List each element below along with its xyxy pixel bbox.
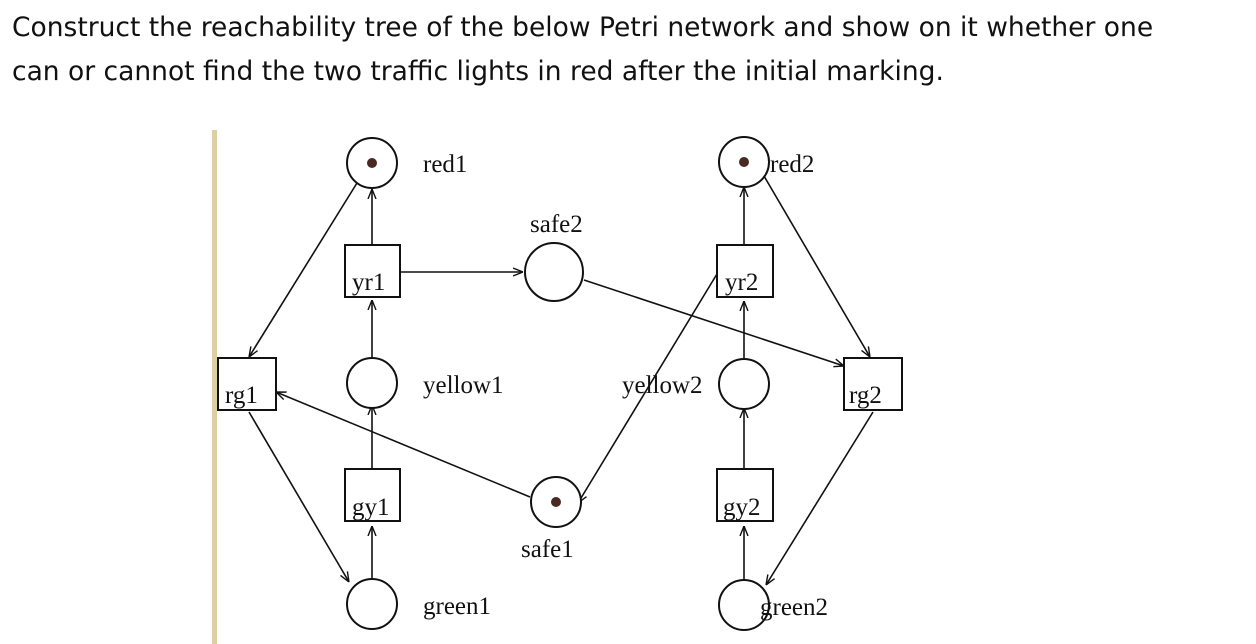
places (346, 136, 770, 631)
place-yellow2 (718, 358, 770, 410)
label-red1: red1 (423, 151, 467, 178)
label-yellow2: yellow2 (622, 372, 703, 399)
slide-side-bar (212, 130, 217, 644)
place-yellow1 (346, 357, 398, 409)
arc-rg2-green2 (766, 411, 874, 585)
label-yellow1: yellow1 (423, 372, 504, 399)
label-rg1: rg1 (225, 382, 258, 409)
question-line-1: Construct the reachability tree of the b… (12, 12, 1154, 43)
label-red2: red2 (770, 151, 814, 178)
arcs (248, 175, 874, 585)
place-green1 (346, 578, 398, 630)
arc-rg1-green1 (248, 411, 349, 582)
labels: red1 yellow1 green1 safe2 safe1 red2 yel… (225, 151, 882, 621)
transition-rg1 (217, 357, 277, 411)
transition-gy2 (716, 468, 774, 522)
transition-rg2 (843, 357, 903, 411)
token-red1 (367, 158, 377, 168)
arc-safe1-rg1 (276, 391, 531, 498)
place-safe1 (530, 476, 582, 528)
label-safe2: safe2 (530, 211, 583, 238)
arc-red1-rg1 (249, 182, 358, 357)
token-red2 (739, 157, 749, 167)
arc-safe2-rg2 (583, 279, 844, 366)
transition-yr1 (344, 244, 401, 298)
place-green2 (718, 579, 770, 631)
question-line-2: can or cannot find the two traffic light… (12, 56, 944, 87)
question-text: Construct the reachability tree of the b… (12, 6, 1252, 94)
transitions (217, 244, 903, 522)
label-rg2: rg2 (849, 382, 882, 409)
label-yr2: yr2 (725, 269, 758, 296)
arc-yr2-safe1 (578, 268, 721, 503)
label-yr1: yr1 (352, 269, 385, 296)
label-green1: green1 (423, 593, 491, 620)
transition-gy1 (344, 468, 401, 522)
token-safe1 (551, 497, 561, 507)
place-red2 (718, 136, 770, 188)
transition-yr2 (716, 244, 774, 298)
arc-red2-rg2 (763, 175, 870, 357)
label-green2: green2 (760, 594, 828, 621)
place-red1 (346, 137, 398, 189)
label-gy1: gy1 (352, 494, 390, 521)
place-safe2 (524, 242, 584, 302)
label-gy2: gy2 (723, 494, 761, 521)
label-safe1: safe1 (521, 536, 574, 563)
